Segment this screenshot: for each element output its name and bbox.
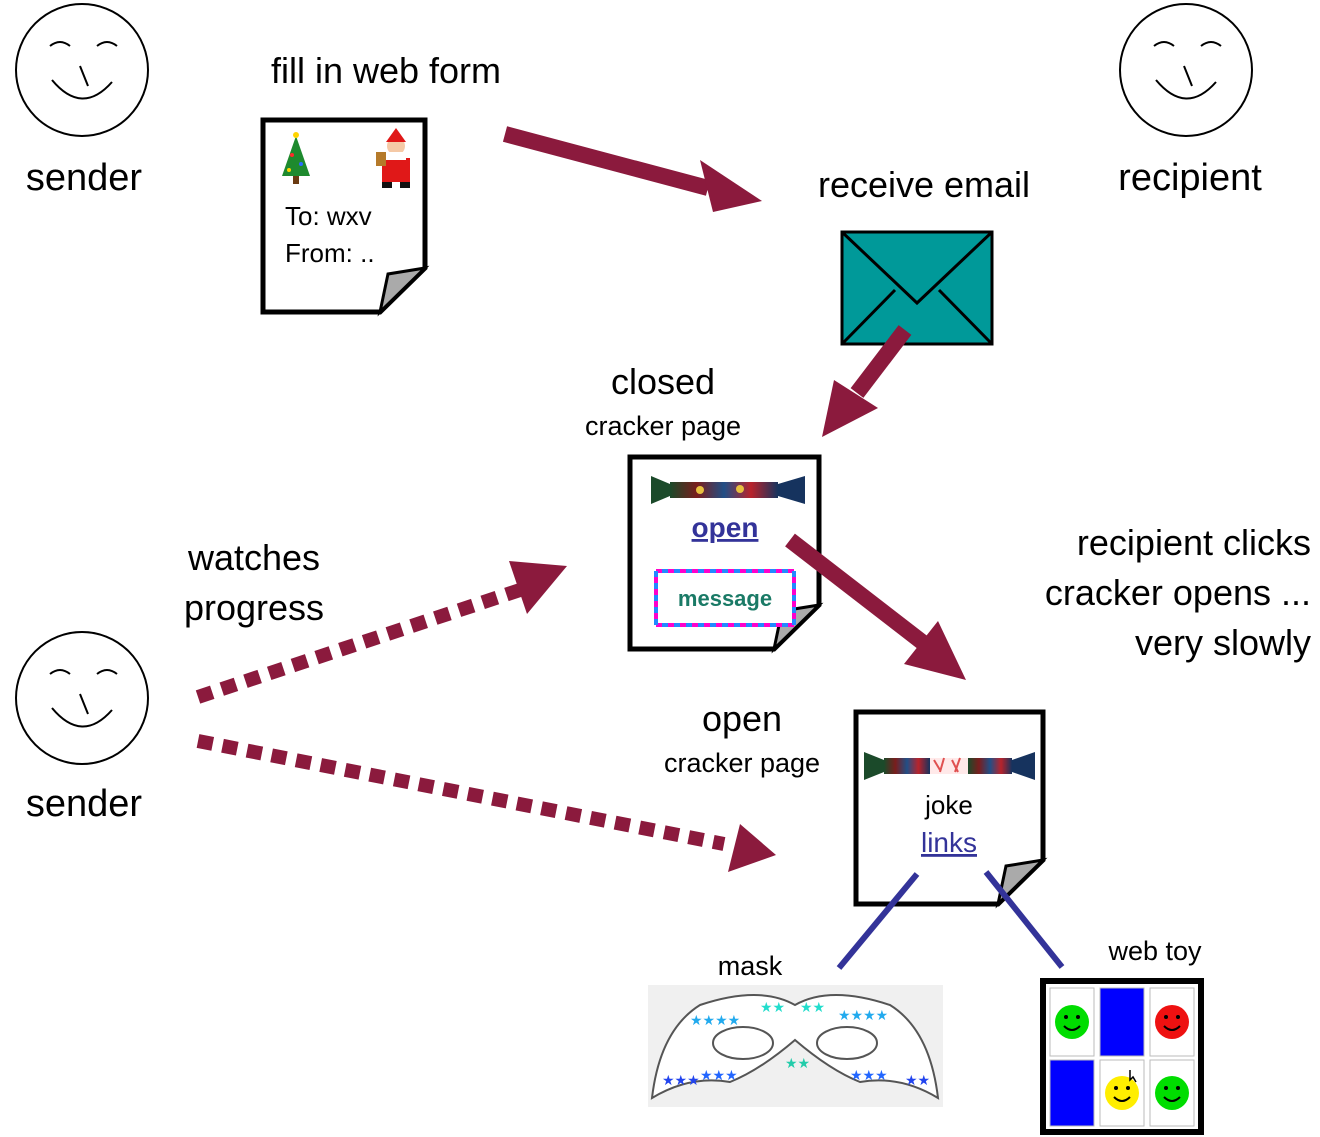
sender-label: sender <box>26 783 143 825</box>
green-smiley-icon <box>1155 1076 1189 1110</box>
recipient-clicks-line1: recipient clicks <box>1077 522 1311 563</box>
joke-label: joke <box>924 790 973 820</box>
svg-text:★★: ★★ <box>760 1000 785 1016</box>
open-cracker-icon <box>864 752 1035 780</box>
closed-subtitle: cracker page <box>585 411 741 441</box>
santa-icon <box>376 128 410 188</box>
sender-face-icon <box>15 3 149 137</box>
links-link[interactable]: links <box>921 827 977 858</box>
fill-form-label: fill in web form <box>271 50 501 91</box>
closed-title: closed <box>611 361 715 402</box>
watch-arrow <box>196 734 776 872</box>
watches-line2: progress <box>184 587 324 628</box>
christmas-tree-icon <box>282 132 310 184</box>
sender-face-icon <box>15 631 149 765</box>
green-smiley-icon <box>1055 1005 1089 1039</box>
svg-text:★★★: ★★★ <box>662 1073 700 1089</box>
recipient-clicks-line2: cracker opens ... <box>1045 572 1311 613</box>
svg-text:★★★: ★★★ <box>850 1068 888 1084</box>
message-box <box>654 569 796 627</box>
svg-text:★★★: ★★★ <box>700 1068 738 1084</box>
envelope-icon <box>840 230 994 346</box>
svg-text:★★: ★★ <box>905 1073 930 1089</box>
web-toy-label: web toy <box>1107 936 1202 966</box>
recipient-label: recipient <box>1118 157 1262 199</box>
sender-label: sender <box>26 157 143 199</box>
open-link[interactable]: open <box>692 512 759 543</box>
flow-arrow <box>785 533 966 680</box>
flow-arrow <box>822 325 912 437</box>
mask-label: mask <box>718 951 783 981</box>
flow-arrow <box>502 126 762 212</box>
mask-icon: ★★★ ★★★★ ★★ ★★ ★★★★ ★★ ★★★ ★★ ★★★ <box>648 985 943 1107</box>
watches-line1: watches <box>187 537 320 578</box>
open-subtitle: cracker page <box>664 748 820 778</box>
svg-text:★★★★: ★★★★ <box>690 1013 740 1029</box>
open-title: open <box>702 698 782 739</box>
recipient-clicks-line3: very slowly <box>1135 622 1311 663</box>
closed-cracker-icon <box>651 476 805 504</box>
svg-text:★★: ★★ <box>800 1000 825 1016</box>
receive-email-label: receive email <box>818 164 1030 205</box>
form-to-field: To: wxv <box>285 201 372 231</box>
link-line-toy <box>983 870 1065 969</box>
red-smiley-icon <box>1155 1005 1189 1039</box>
link-line-mask <box>836 872 920 970</box>
message-label: message <box>678 586 772 611</box>
form-from-field: From: .. <box>285 238 375 268</box>
svg-text:★★: ★★ <box>785 1056 810 1072</box>
svg-text:★★★★: ★★★★ <box>838 1008 888 1024</box>
watch-arrow <box>195 561 567 704</box>
yellow-smiley-icon <box>1105 1070 1139 1110</box>
recipient-face-icon <box>1119 3 1253 137</box>
